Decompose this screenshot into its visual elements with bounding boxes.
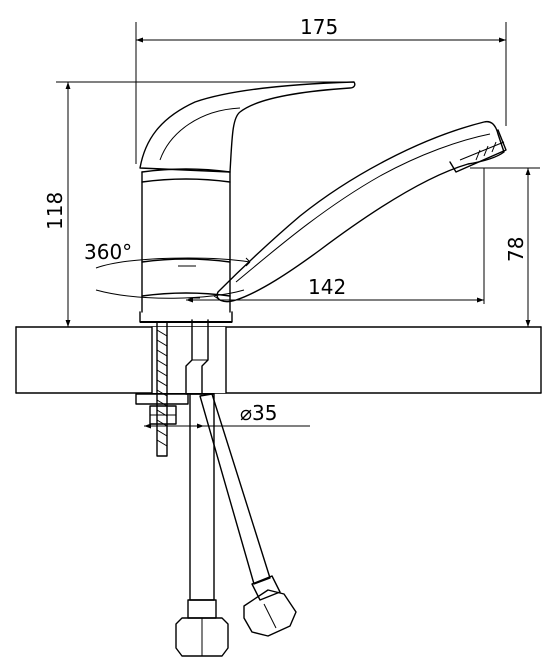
- spout-reach-label: 142: [308, 275, 346, 299]
- overall-length-label: 175: [300, 15, 338, 39]
- overall-height-label: 118: [43, 192, 67, 230]
- countertop: [15, 326, 542, 394]
- dimension-overall-length: 175: [135, 15, 507, 164]
- lever-handle: [139, 81, 356, 173]
- dimension-overall-height: 118: [43, 81, 352, 327]
- dimension-spout-reach: 142: [186, 168, 485, 304]
- base-diameter-label: ⌀35: [240, 401, 278, 425]
- spout: [216, 120, 507, 303]
- flexible-hose-right: [199, 393, 297, 637]
- mounting-stud: [135, 321, 189, 457]
- dimension-base-diameter: ⌀35: [144, 401, 310, 429]
- flexible-hose-left: [175, 319, 229, 657]
- rotation-indicator: 360°: [84, 240, 251, 301]
- spout-height-label: 78: [504, 237, 528, 262]
- rotation-label: 360°: [84, 240, 132, 264]
- dimension-spout-height: 78: [470, 167, 540, 327]
